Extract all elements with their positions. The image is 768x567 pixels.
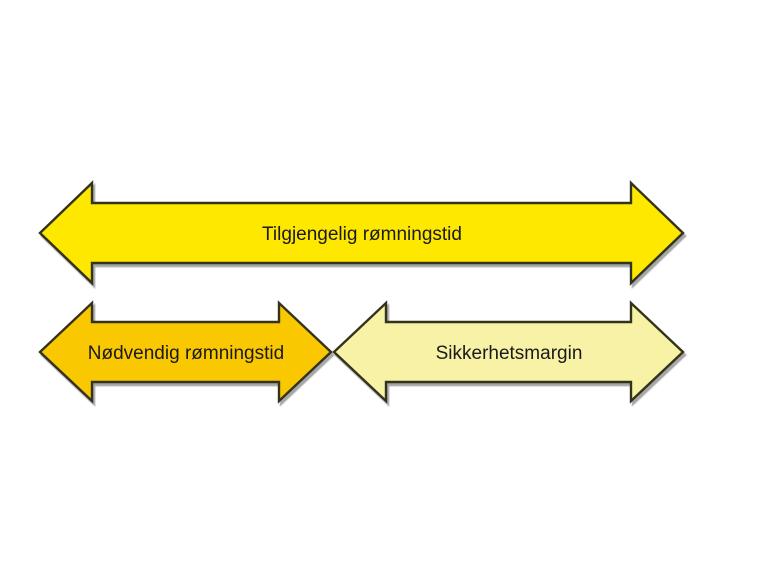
- required-time-arrow: Nødvendig rømningstid: [38, 300, 333, 404]
- double-arrow-available-icon: [38, 180, 685, 286]
- required-time-label: Nødvendig rømningstid: [88, 343, 284, 364]
- safety-margin-arrow: Sikkerhetsmargin: [332, 300, 685, 404]
- double-arrow-required-icon: [38, 300, 333, 404]
- safety-margin-label: Sikkerhetsmargin: [436, 343, 583, 364]
- double-arrow-margin-icon: [332, 300, 685, 404]
- available-time-label: Tilgjengelig rømningstid: [262, 224, 462, 245]
- available-time-arrow: Tilgjengelig rømningstid: [38, 180, 685, 286]
